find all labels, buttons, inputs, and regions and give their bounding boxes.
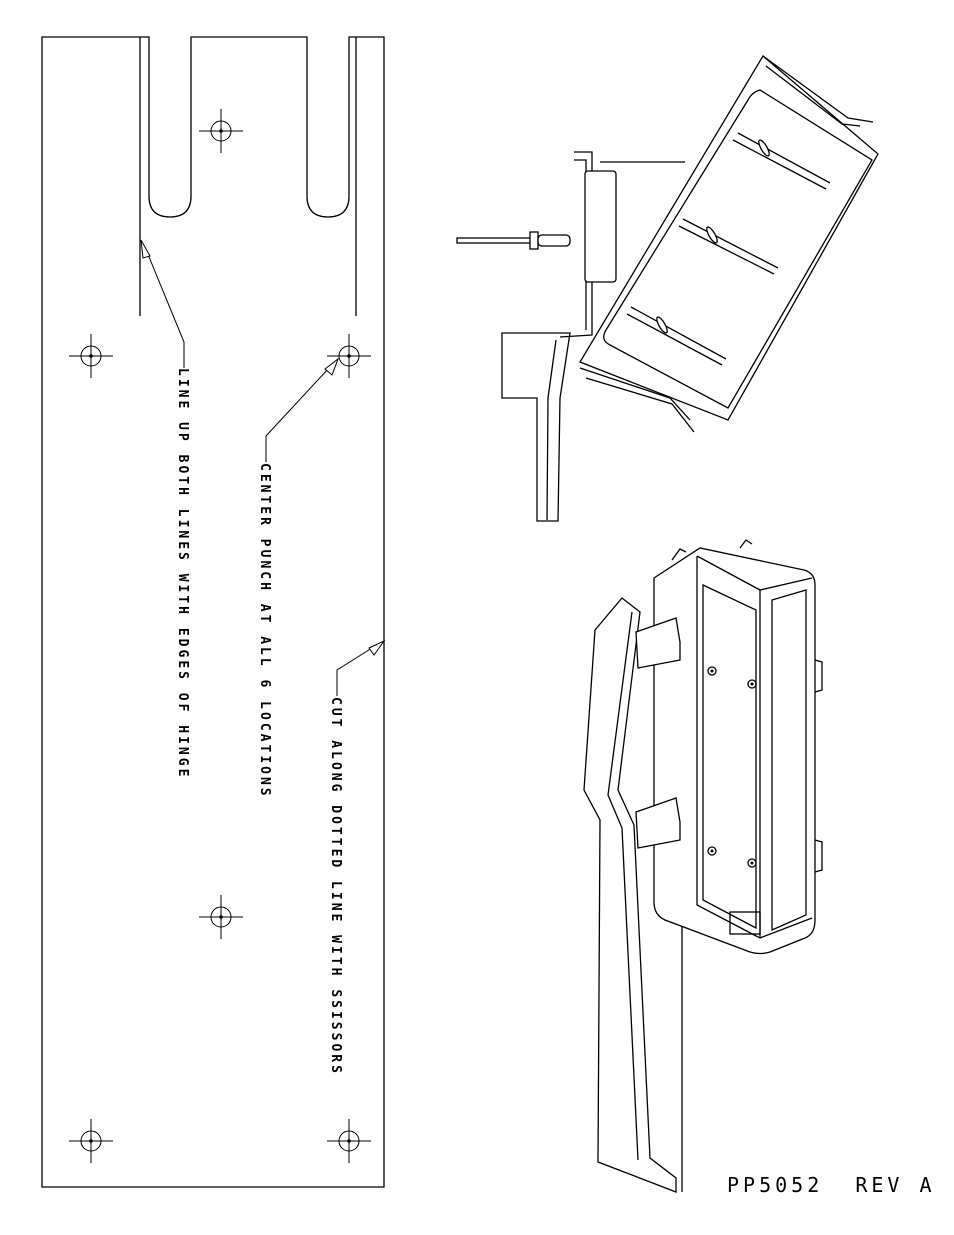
punch-mark-2 <box>69 334 113 378</box>
punch-mark-4 <box>199 895 243 939</box>
assembled-view <box>583 539 823 1193</box>
hinge-strap-bottom <box>635 797 681 849</box>
part-number: PP5052 REV A <box>727 1173 936 1197</box>
screw-2 <box>747 679 757 689</box>
leader-cut <box>336 639 386 696</box>
hinge-sleeve <box>584 170 617 283</box>
rivet-1 <box>732 132 831 190</box>
screw-3 <box>707 846 717 856</box>
leader-punch <box>265 357 340 462</box>
loose-rivet <box>456 231 571 250</box>
lid-panel <box>579 55 879 421</box>
template-outline <box>41 36 385 1188</box>
rivet-2 <box>678 218 779 275</box>
cut-instruction: CUT ALONG DOTTED LINE WITH SSISSORS <box>328 697 343 1076</box>
drill-template: LINE UP BOTH LINES WITH EDGES OF HINGE C… <box>41 36 386 1188</box>
leader-lineup <box>140 239 185 368</box>
lineup-instruction: LINE UP BOTH LINES WITH EDGES OF HINGE <box>175 368 190 779</box>
punch-instruction: CENTER PUNCH AT ALL 6 LOCATIONS <box>257 463 272 799</box>
enclosure-box <box>653 547 816 955</box>
rivet-assembly-detail <box>456 55 879 522</box>
punch-mark-5 <box>69 1119 113 1163</box>
punch-mark-1 <box>199 109 243 153</box>
screw-1 <box>707 666 717 676</box>
screw-4 <box>747 858 757 868</box>
punch-mark-6 <box>327 1119 371 1163</box>
rivet-3 <box>626 306 727 366</box>
punch-mark-3 <box>327 334 371 378</box>
hinge-strap-top <box>635 617 681 669</box>
mounting-flange <box>583 597 677 1193</box>
